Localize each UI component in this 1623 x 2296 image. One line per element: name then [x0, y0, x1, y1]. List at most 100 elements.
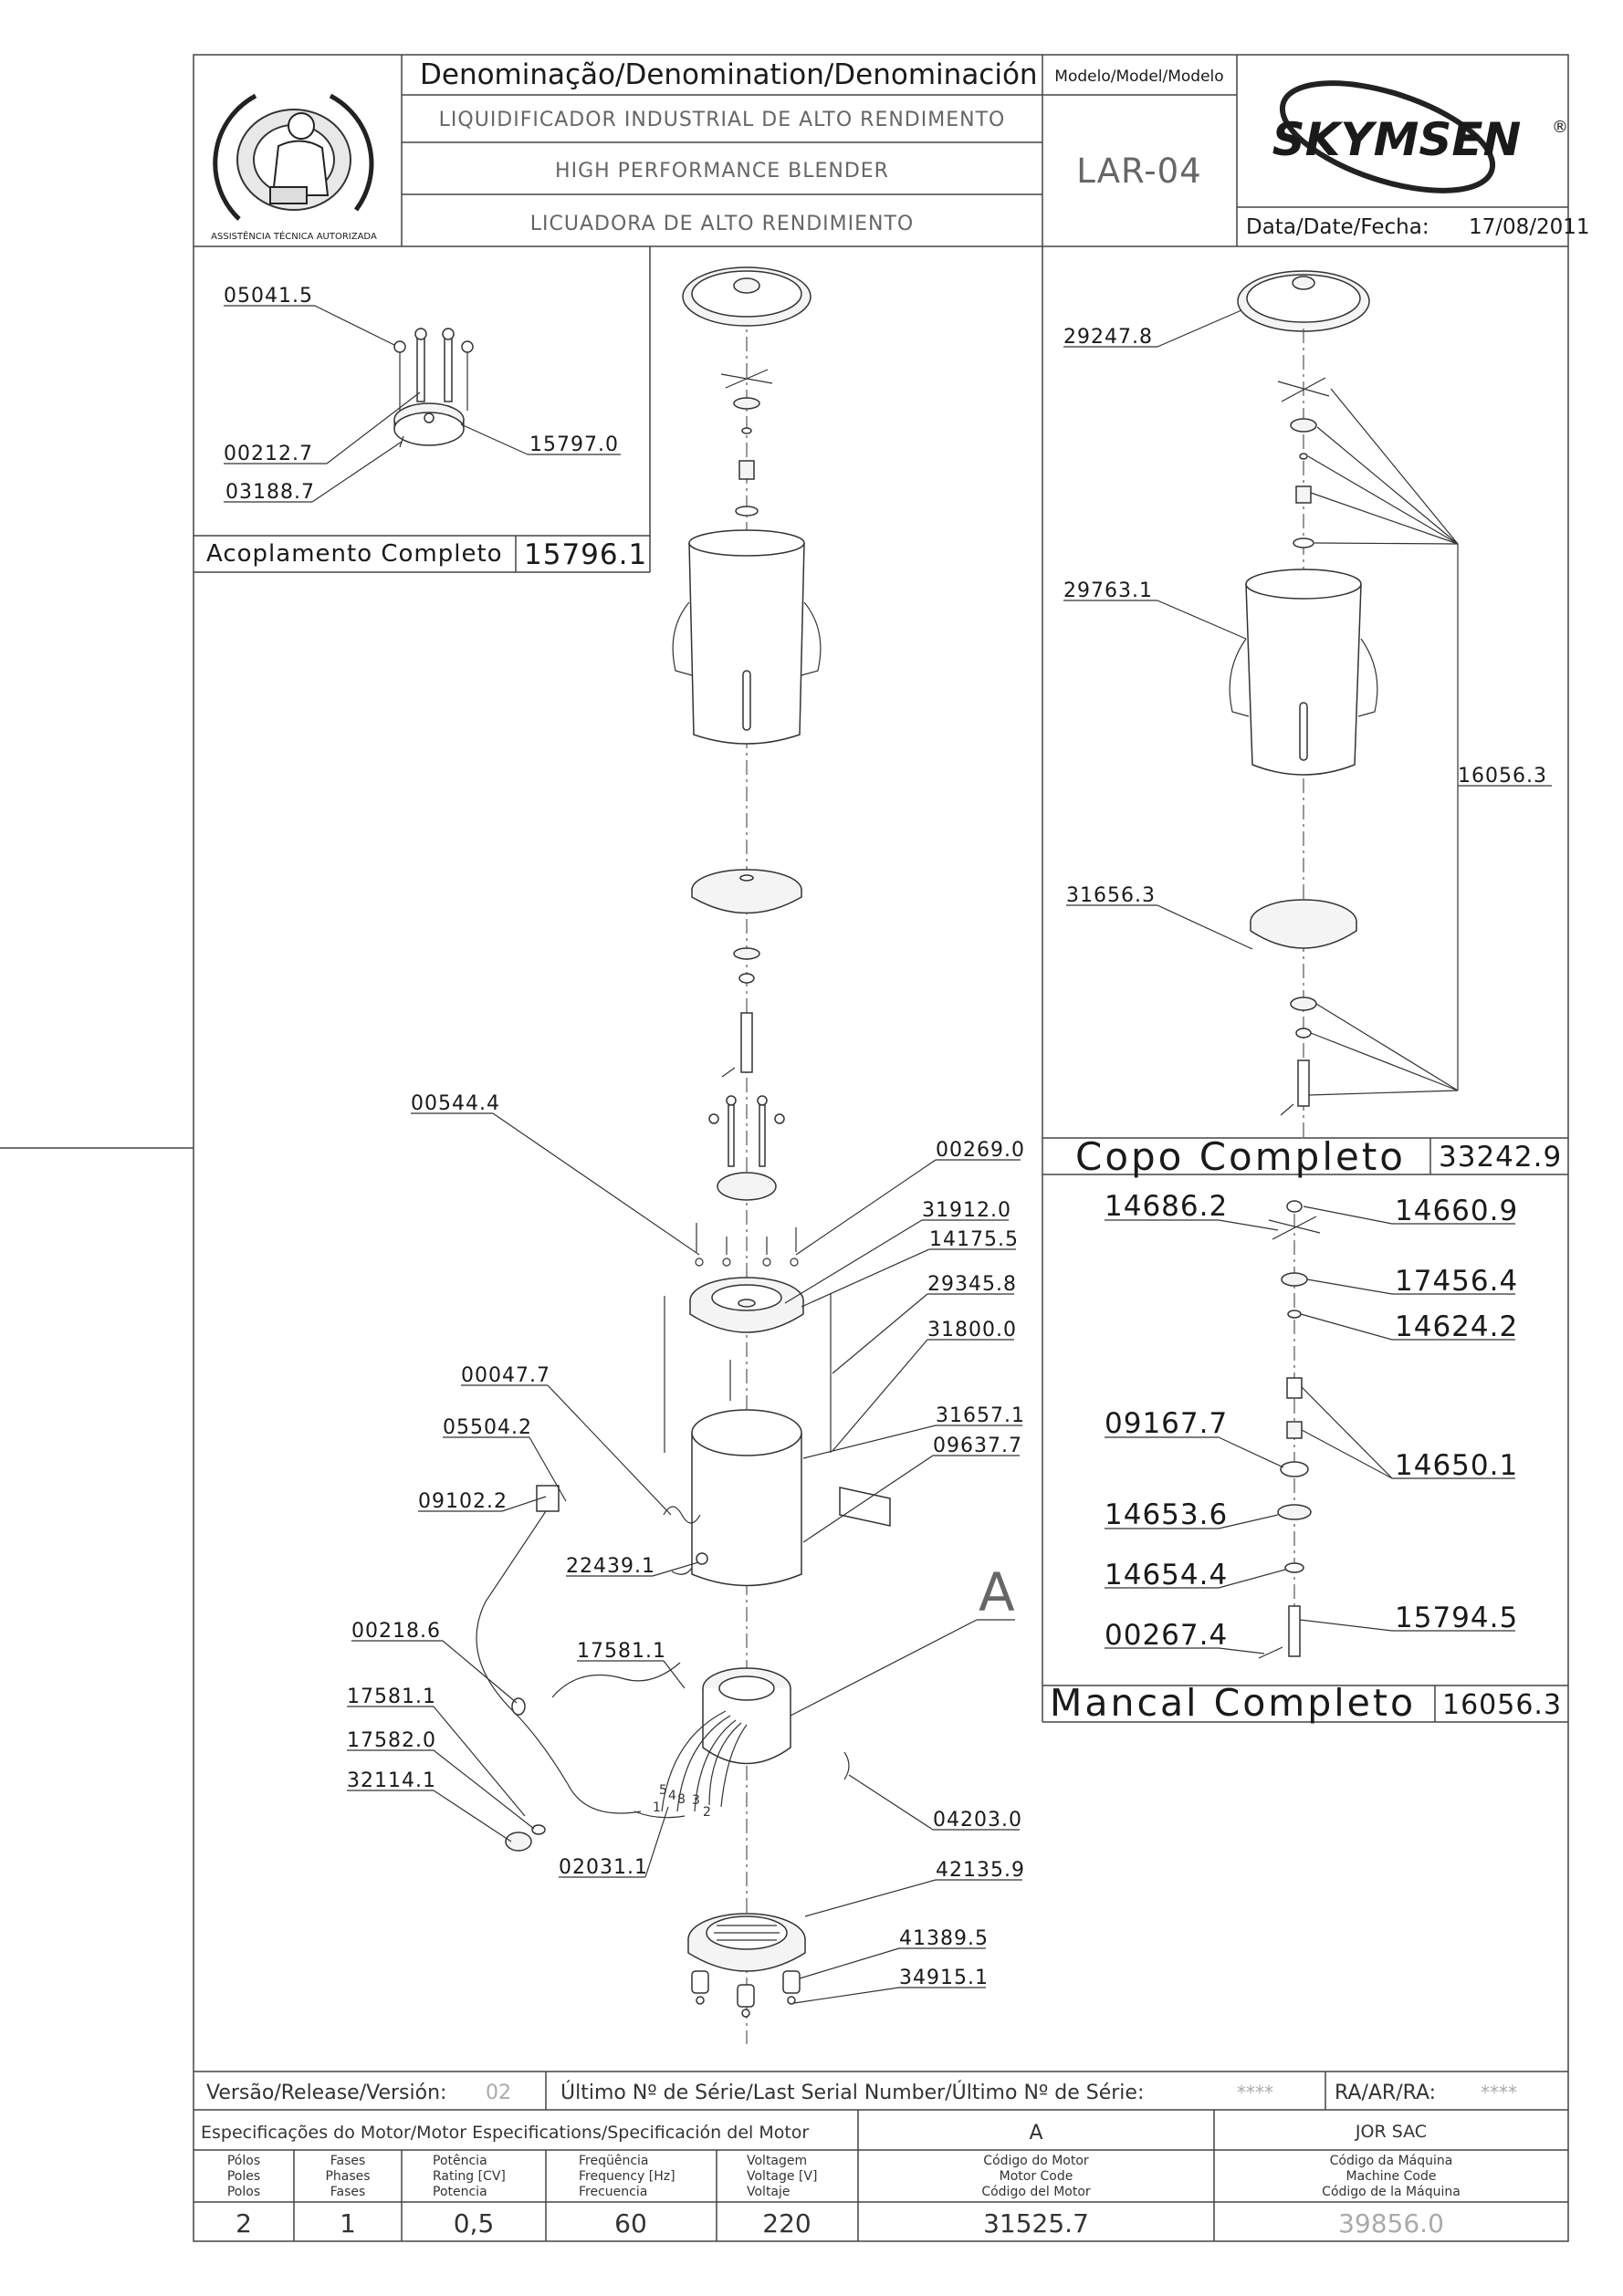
part-number-00544-4: 00544.4: [411, 1092, 500, 1115]
svg-text:Código da Máquina: Código da Máquina: [1330, 2154, 1453, 2168]
coupling-code: 15796.1: [524, 538, 647, 571]
spec-voltage-value: 220: [762, 2208, 811, 2239]
part-number-31800-0: 31800.0: [927, 1319, 1017, 1341]
part-number-14653-6: 14653.6: [1105, 1498, 1228, 1531]
part-number-00047-7: 00047.7: [461, 1364, 550, 1387]
part-number-05504-2: 05504.2: [443, 1416, 532, 1439]
part-number-15794-5: 15794.5: [1395, 1602, 1518, 1634]
part-number-00212-7: 00212.7: [224, 443, 313, 465]
date-value: 17/08/2011: [1469, 215, 1590, 239]
ra-label: RA/AR/RA:: [1335, 2082, 1436, 2104]
svg-text:Código do Motor: Código do Motor: [983, 2154, 1089, 2168]
part-number-00267-4: 00267.4: [1105, 1619, 1228, 1652]
brand-name: SKYMSEN: [1272, 113, 1522, 166]
coupling-leaders: [224, 305, 621, 503]
cup-leaders: [1063, 309, 1552, 1096]
date-label: Data/Date/Fecha:: [1246, 215, 1429, 239]
spec-phases-value: 1: [340, 2208, 356, 2239]
part-number-00218-6: 00218.6: [351, 1620, 441, 1643]
motor-code-value: 31525.7: [983, 2208, 1089, 2239]
bearing-code: 16056.3: [1442, 1689, 1562, 1721]
product-name-pt: LIQUIDIFICADOR INDUSTRIAL DE ALTO RENDIM…: [439, 109, 1006, 131]
part-number-32114-1: 32114.1: [347, 1769, 436, 1792]
part-number-09167-7: 09167.7: [1105, 1407, 1228, 1440]
svg-text:8: 8: [677, 1792, 686, 1807]
svg-text:Rating [CV]: Rating [CV]: [433, 2169, 506, 2184]
motor-letter: A: [1029, 2122, 1042, 2145]
part-number-14686-2: 14686.2: [1105, 1190, 1228, 1223]
part-number-29247-8: 29247.8: [1063, 326, 1153, 349]
part-number-29345-8: 29345.8: [927, 1273, 1017, 1296]
spec-rating-value: 0,5: [454, 2208, 495, 2239]
svg-text:Código del Motor: Código del Motor: [981, 2185, 1091, 2199]
part-number-22439-1: 22439.1: [566, 1555, 655, 1578]
model-label: Modelo/Model/Modelo: [1054, 68, 1223, 86]
part-number-17582-0: 17582.0: [347, 1729, 436, 1752]
part-number-17456-4: 17456.4: [1395, 1265, 1518, 1298]
motor-spec-label: Especificações do Motor/Motor Especifica…: [201, 2123, 809, 2143]
part-number-17581-1-upper: 17581.1: [577, 1640, 666, 1663]
seal-caption: ASSISTÊNCIA TÉCNICA AUTORIZADA: [211, 230, 377, 242]
svg-text:Fases: Fases: [330, 2185, 366, 2199]
svg-text:Polos: Polos: [227, 2185, 260, 2199]
svg-text:Fases: Fases: [330, 2154, 366, 2168]
part-number-31657-1: 31657.1: [936, 1404, 1025, 1427]
cup-drawing: [1229, 270, 1378, 1141]
coupling-drawing: [393, 328, 474, 448]
part-number-29763-1: 29763.1: [1063, 579, 1153, 602]
sheet-frame: [0, 54, 1569, 2242]
skymsen-logo: SKYMSEN ®: [1272, 80, 1568, 193]
bearing-title: Mancal Completo: [1050, 1681, 1416, 1725]
product-name-en: HIGH PERFORMANCE BLENDER: [555, 160, 889, 183]
svg-text:Código de la Máquina: Código de la Máquina: [1322, 2185, 1461, 2199]
ra-value: ****: [1481, 2082, 1517, 2103]
spec-poles-value: 2: [236, 2208, 252, 2239]
bearing-drawing: [1258, 1200, 1321, 1659]
cup-title: Copo Completo: [1075, 1134, 1406, 1179]
svg-text:Potencia: Potencia: [433, 2185, 487, 2199]
svg-text:Poles: Poles: [227, 2169, 260, 2184]
part-number-42135-9: 42135.9: [936, 1859, 1025, 1882]
svg-text:Machine Code: Machine Code: [1346, 2169, 1437, 2184]
serial-value: ****: [1237, 2082, 1273, 2103]
part-number-31912-0: 31912.0: [922, 1199, 1011, 1222]
version-value: 02: [486, 2082, 511, 2104]
svg-text:5: 5: [659, 1783, 667, 1798]
main-exploded-drawing: [476, 266, 891, 2044]
svg-text:3: 3: [692, 1793, 700, 1808]
bearing-leaders: [1105, 1205, 1515, 1654]
svg-text:1: 1: [653, 1800, 661, 1815]
svg-text:Voltage [V]: Voltage [V]: [747, 2169, 817, 2184]
part-number-14660-9: 14660.9: [1395, 1195, 1518, 1227]
svg-text:Potência: Potência: [433, 2154, 487, 2168]
part-number-03188-7: 03188.7: [225, 481, 315, 504]
svg-text:Phases: Phases: [325, 2169, 370, 2184]
version-label: Versão/Release/Versión:: [206, 2082, 446, 2104]
svg-text:Motor Code: Motor Code: [1000, 2169, 1073, 2184]
part-number-14175-5: 14175.5: [929, 1228, 1019, 1251]
brand-registered-mark: ®: [1552, 118, 1568, 137]
denomination-title: Denominação/Denomination/Denominación: [420, 58, 1038, 91]
part-number-17581-1: 17581.1: [347, 1685, 436, 1708]
cup-code: 33242.9: [1439, 1141, 1562, 1174]
svg-text:Freqüência: Freqüência: [579, 2154, 649, 2168]
part-number-31656-3: 31656.3: [1066, 884, 1156, 907]
part-number-09637-7: 09637.7: [933, 1435, 1022, 1457]
motor-wire-numbers: 5 4 8 3 1 2: [653, 1783, 711, 1820]
part-number-04203-0: 04203.0: [933, 1809, 1022, 1832]
spec-column-headers: Pólos Poles Polos Fases Phases Fases Pot…: [227, 2154, 1461, 2199]
part-number-02031-1: 02031.1: [559, 1856, 648, 1879]
svg-text:Pólos: Pólos: [227, 2154, 260, 2168]
machine-code-value: 39856.0: [1338, 2208, 1444, 2239]
main-leaders: [347, 1112, 1022, 2004]
machine-ref: JOR SAC: [1355, 2122, 1427, 2142]
part-number-14650-1: 14650.1: [1395, 1449, 1518, 1482]
svg-text:Voltaje: Voltaje: [747, 2185, 791, 2199]
model-value: LAR-04: [1076, 151, 1201, 191]
product-name-es: LICUADORA DE ALTO RENDIMIENTO: [530, 213, 914, 235]
part-number-09102-2: 09102.2: [418, 1490, 508, 1513]
part-number-34915-1: 34915.1: [899, 1967, 989, 1989]
svg-text:Voltagem: Voltagem: [747, 2154, 807, 2168]
svg-text:2: 2: [703, 1805, 711, 1820]
